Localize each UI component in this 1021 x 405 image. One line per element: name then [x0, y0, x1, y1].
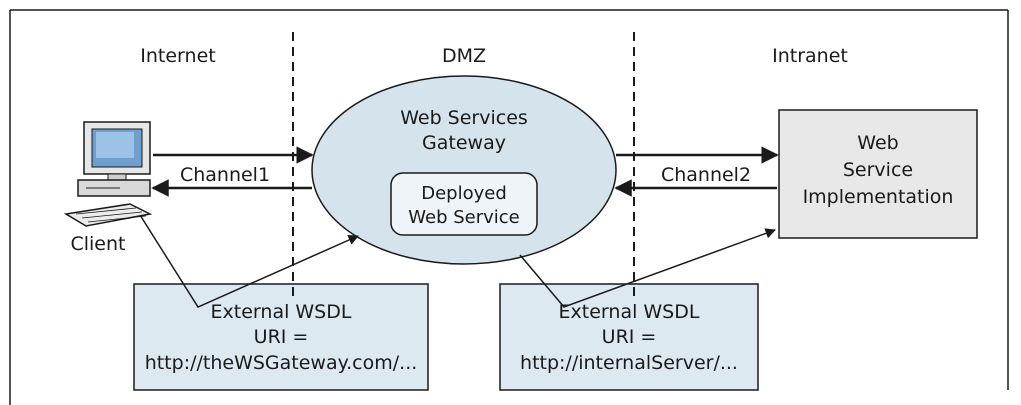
gateway-line1: Web Services [400, 107, 528, 129]
wsdl-left-box [133, 283, 429, 391]
wsdl-right-line2: URI = [602, 326, 657, 348]
gateway-line2: Gateway [422, 132, 506, 154]
zone-intranet-label: Intranet [772, 45, 848, 67]
wsdl-left-line1: External WSDL [211, 301, 352, 323]
wsdl-left-line3: http://theWSGateway.com/... [145, 352, 418, 374]
implementation-line2: Service [843, 159, 913, 181]
wsdl-right-line1: External WSDL [559, 301, 700, 323]
zone-internet-label: Internet [140, 45, 215, 67]
deployed-service-box [390, 172, 538, 236]
gateway-ellipse [311, 75, 617, 265]
implementation-box [778, 109, 978, 239]
wsdl-right-line3: http://internalServer/... [520, 352, 738, 374]
wsdl-right-connector [519, 228, 776, 308]
deployed-line1: Deployed [421, 183, 507, 204]
implementation-line1: Web [857, 132, 898, 154]
channel1-label: Channel1 [180, 164, 270, 186]
computer-icon [63, 121, 153, 227]
implementation-line3: Implementation [803, 186, 954, 208]
wsdl-left-line2: URI = [254, 326, 309, 348]
zone-dmz-label: DMZ [442, 45, 486, 67]
deployed-line2: Web Service [408, 207, 520, 228]
client-label: Client [70, 233, 125, 255]
channel2-label: Channel2 [661, 164, 751, 186]
wsdl-left-connector [139, 214, 359, 308]
